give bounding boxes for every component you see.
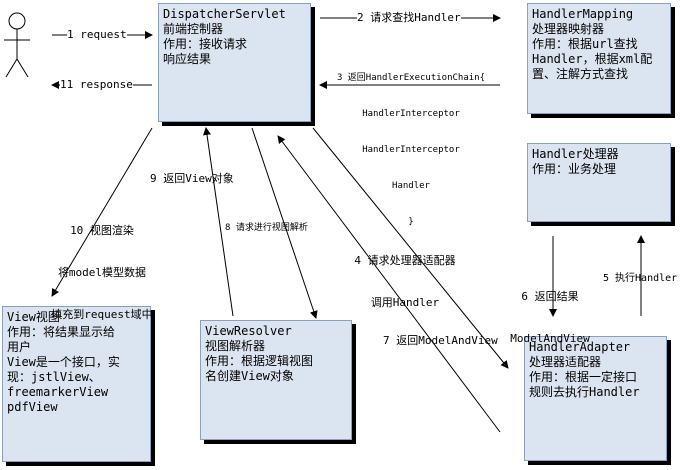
resolver-line-4: 名创建View对象 <box>205 369 294 383</box>
mapping-line-5: 置、注解方式查找 <box>532 67 629 81</box>
return-result-line-2: ModelAndView <box>510 332 590 345</box>
arrow-return-mav <box>277 135 501 433</box>
adapter-line-2: 处理器适配器 <box>529 355 602 369</box>
adapter-line-3: 作用：根据一定接口 <box>529 370 638 384</box>
adapter-line-1: HandlerAdapter <box>529 340 631 354</box>
mapping-line-3: 作用：根据url查找 <box>532 37 638 51</box>
label-execute-handler: 5 执行Handler <box>603 273 678 284</box>
return-result-line-1: 6 返回结果 <box>521 290 579 303</box>
call-adapter-line-2: 调用Handler <box>370 296 440 309</box>
arrow-call-adapter <box>312 127 509 369</box>
mapping-line-4: Handler，根据xml配 <box>532 52 653 66</box>
mapping-line-1: HandlerMapping <box>532 7 634 21</box>
resolver-line-1: ViewResolver <box>205 324 292 338</box>
arrow-request-resolve <box>251 127 318 319</box>
view-line-2: 作用：将结果显示给 <box>7 325 116 339</box>
handler-mapping-box: HandlerMapping 处理器映射器 作用：根据url查找 Handler… <box>527 3 671 114</box>
label-call-adapter: 4 请求处理器适配器 调用Handler <box>340 226 470 338</box>
render-view-line-2: 将model模型数据 <box>57 266 147 279</box>
arrow-render-view <box>51 127 153 297</box>
view-line-1: View视图 <box>7 310 60 324</box>
return-chain-line-3: HandlerInterceptor <box>362 145 460 155</box>
view-line-7: pdfView <box>7 400 58 414</box>
label-return-mav: 7 返回ModelAndView <box>383 334 498 347</box>
label-request: 1 request <box>67 28 127 42</box>
view-resolver-box: ViewResolver 视图解析器 作用：根据逻辑视图 名创建View对象 <box>200 320 352 440</box>
adapter-line-4: 规则去执行Handler <box>529 385 640 399</box>
handler-line-2: 作用：业务处理 <box>532 162 617 176</box>
label-request-resolve: 8 请求进行视图解析 <box>225 223 308 233</box>
view-line-4: View是一个接口，实 <box>7 355 120 369</box>
view-line-3: 用户 <box>7 340 32 354</box>
label-return-result: 6 返回结果 ModelAndView <box>500 262 600 374</box>
mapping-line-2: 处理器映射器 <box>532 22 605 36</box>
render-view-line-3: 填充到request域中 <box>51 308 153 321</box>
return-chain-line-1: 3 返回HandlerExecutionChain{ <box>336 73 486 83</box>
user-actor-icon <box>4 12 30 78</box>
call-adapter-line-1: 4 请求处理器适配器 <box>354 254 456 267</box>
arrow-return-view <box>203 127 234 317</box>
handler-box: Handler处理器 作用：业务处理 <box>527 143 671 222</box>
return-chain-line-5: } <box>408 217 414 227</box>
label-return-view: 9 返回View对象 <box>150 172 234 185</box>
dispatcher-line-3: 作用：接收请求 <box>163 37 248 51</box>
render-view-line-1: 10 视图渲染 <box>70 224 134 237</box>
label-find-handler: 2 请求查找Handler <box>357 11 461 25</box>
label-return-chain: 3 返回HandlerExecutionChain{ HandlerInterc… <box>326 48 496 252</box>
label-render-view: 10 视图渲染 将model模型数据 填充到request域中 <box>32 196 172 350</box>
return-chain-line-4: Handler <box>392 181 430 191</box>
resolver-line-3: 作用：根据逻辑视图 <box>205 354 314 368</box>
view-box: View视图 作用：将结果显示给 用户 View是一个接口，实 现：jstlVi… <box>2 306 151 462</box>
dispatcher-line-4: 响应结果 <box>163 52 212 66</box>
dispatcher-line-1: DispatcherServlet <box>163 7 286 21</box>
view-line-5: 现：jstlView、 <box>7 370 101 384</box>
view-line-6: freemarkerView <box>7 385 109 399</box>
return-chain-line-2: HandlerInterceptor <box>362 109 460 119</box>
dispatcher-servlet-box: DispatcherServlet 前端控制器 作用：接收请求 响应结果 <box>158 3 311 122</box>
dispatcher-line-2: 前端控制器 <box>163 22 224 36</box>
handler-adapter-box: HandlerAdapter 处理器适配器 作用：根据一定接口 规则去执行Han… <box>524 336 667 461</box>
handler-line-1: Handler处理器 <box>532 147 619 161</box>
label-response: 11 response <box>60 78 133 92</box>
resolver-line-2: 视图解析器 <box>205 339 266 353</box>
